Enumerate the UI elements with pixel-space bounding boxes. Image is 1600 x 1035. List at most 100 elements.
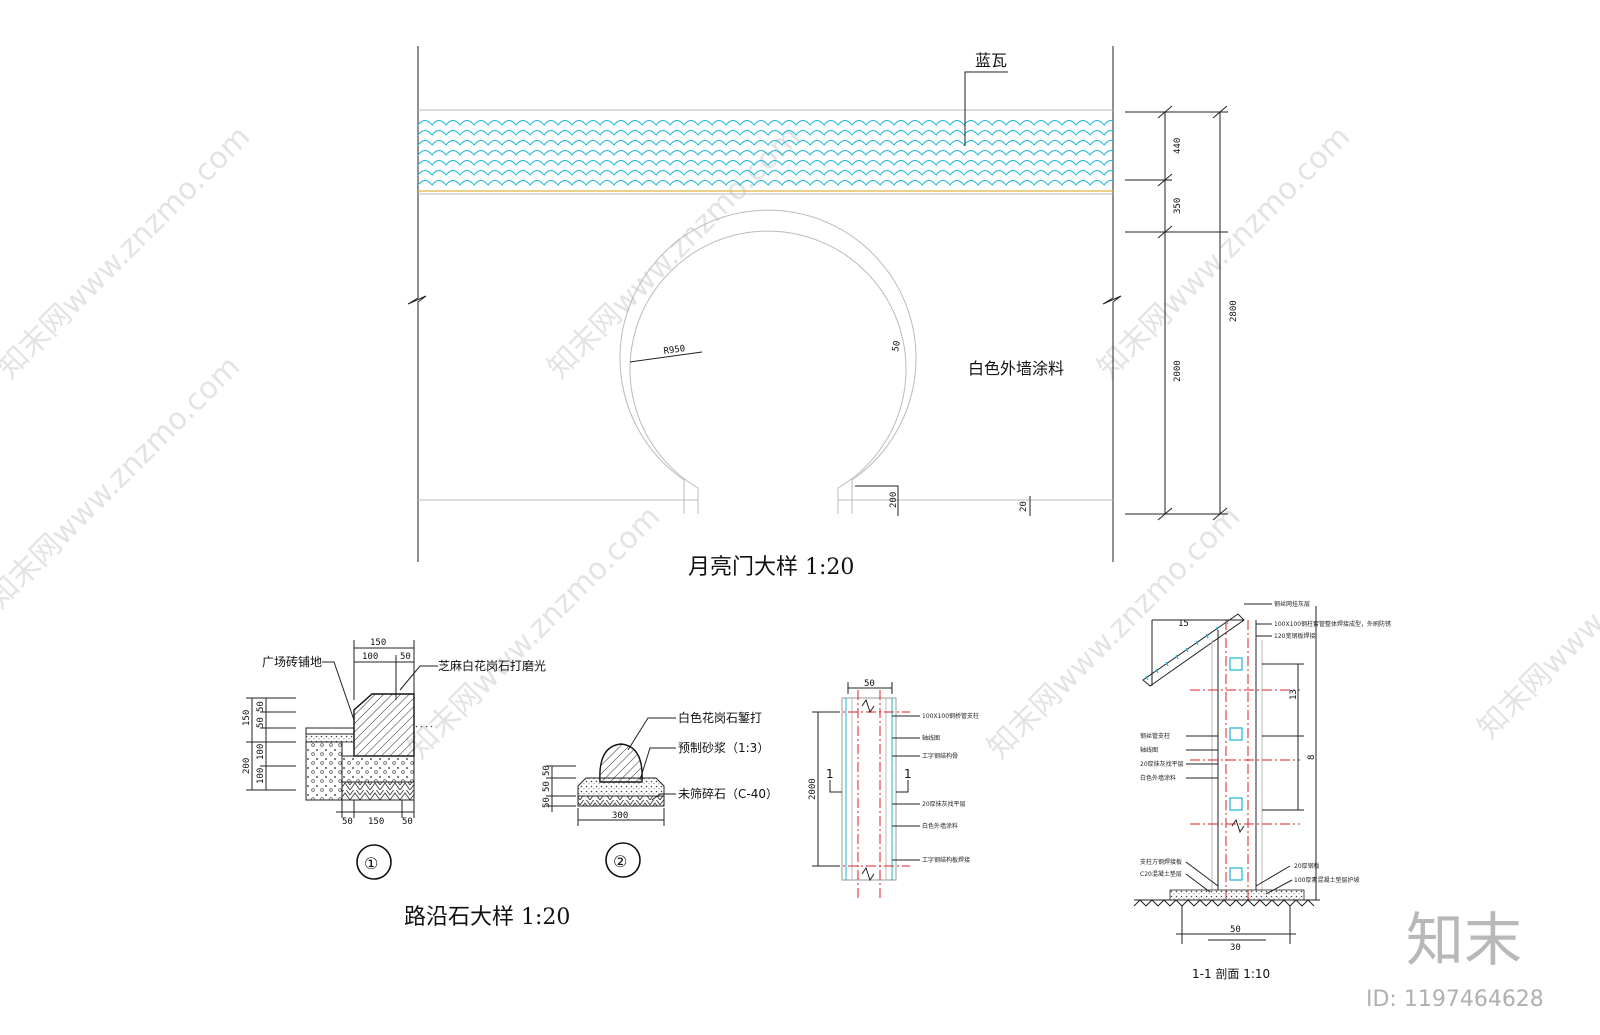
dim-top: 100	[362, 652, 378, 662]
column-outline	[841, 697, 897, 881]
curb-stone	[353, 693, 415, 757]
callout: 20厚抹灰找平层	[922, 800, 966, 808]
curb-title: 路沿石大样 1:20	[404, 905, 570, 930]
dim-left: 200	[242, 758, 252, 774]
detail-marker-2-label: ②	[613, 852, 627, 871]
dim-bottom: 150	[368, 817, 384, 827]
section-callout: 20厚钢板	[1294, 862, 1320, 870]
callout: 100X100钢桥管支柱	[922, 712, 979, 720]
section-callout: C20混凝土垫层	[1140, 870, 1182, 878]
section-dim: 50	[1230, 925, 1241, 935]
dim-top: 50	[400, 652, 411, 662]
watermark-layer: 知末网www.znzmo.com 知末网www.znzmo.com 知末网www…	[0, 119, 1600, 765]
section-callout: 100X100钢柱套管整体焊接成型，外刷防锈	[1274, 620, 1391, 628]
dim-bottom: 50	[402, 817, 413, 827]
callout: 工字钢结构板焊接	[922, 856, 970, 864]
section-dim: 15	[1178, 619, 1189, 629]
dim-total: 2800	[1229, 300, 1239, 322]
dim-top: 150	[370, 638, 386, 648]
detail-marker-1	[356, 844, 392, 880]
section-dim: 13	[1289, 689, 1299, 700]
cut-marker: 1	[826, 767, 834, 781]
wall-finish-label: 白色外墙涂料	[968, 359, 1064, 378]
section-callout: 钢丝管支柱	[1140, 732, 1170, 740]
detail-marker-1-label: ①	[364, 854, 378, 873]
moon-gate-elevation: R950 50 蓝瓦 白色外墙涂料 200 20 440 350 2000	[407, 46, 1239, 580]
section-dim: 8	[1307, 755, 1317, 760]
base-dim: 20	[1019, 501, 1029, 512]
dim-band: 350	[1173, 198, 1183, 214]
section-callout: 20厚抹灰找平层	[1140, 760, 1184, 768]
curb-detail-1: 150 100 50 广场砖铺地 芝麻白花岗石打磨光 150 50 50 200…	[242, 638, 546, 880]
image-id: ID: 1197464628	[1366, 987, 1544, 1012]
steel-tube	[1229, 797, 1243, 811]
dim-tile: 440	[1173, 138, 1183, 154]
left-dim: 2000	[808, 778, 818, 800]
detail-marker-2	[605, 842, 641, 878]
gravel-label: 未筛碎石（C-40）	[678, 786, 778, 801]
dim-wall: 2000	[1173, 360, 1183, 382]
concrete-base	[305, 741, 343, 801]
watermark-text: 知末网www.znzmo.com	[401, 499, 667, 765]
watermark-text: 知末网www.znzmo.com	[1091, 119, 1357, 385]
watermark-text: 知末网www.znzmo.com	[0, 349, 247, 615]
mortar-label: 预制砂浆（1:3）	[678, 740, 769, 755]
wall-right-edge	[1102, 46, 1122, 562]
steel-tube	[1229, 657, 1243, 671]
watermark-text: 知末网www.znzmo.com	[981, 499, 1247, 765]
dimension-chain: 440 350 2000 2800	[1125, 105, 1239, 521]
moon-gate-title: 月亮门大样 1:20	[688, 555, 854, 580]
dim-left: 100	[256, 744, 266, 760]
dim-left: 50	[542, 765, 552, 776]
radius-label: R950	[663, 344, 686, 357]
watermark-text: 知末网www.znzmo.com	[0, 119, 257, 385]
granite-dome	[599, 743, 643, 783]
callout: 轴线图	[922, 734, 940, 742]
moon-gate-outer-ring	[629, 230, 907, 514]
dim-bottom: 50	[342, 817, 353, 827]
sill-dim-line	[855, 485, 899, 516]
dim-left: 100	[256, 768, 266, 784]
steel-tube	[1229, 867, 1243, 881]
watermark-text: 知末网www.znzmo.com	[1471, 479, 1600, 745]
steel-tube	[1229, 727, 1243, 741]
section-callout: 100厚素混凝土垫层护坡	[1294, 876, 1359, 884]
section-1-1: 15 13 8 50 30 钢	[1133, 600, 1391, 981]
dim-left: 150	[242, 710, 252, 726]
dim-left: 50	[542, 781, 552, 792]
dim-left: 50	[256, 717, 266, 728]
paving-layer	[305, 727, 355, 735]
section-dim: 30	[1230, 943, 1241, 953]
radius-leader	[629, 351, 703, 363]
sill-dim: 200	[889, 492, 899, 508]
section-callout: 白色外墙涂料	[1140, 774, 1176, 782]
callout: 工字钢结构骨	[922, 752, 958, 760]
section-callout: 支柱方钢焊接板	[1140, 858, 1182, 866]
tile-leader	[964, 71, 1008, 146]
column-elevation-detail: 50 1 1 2000 100X100钢桥管支柱 轴线图 工字钢结构骨 20厚抹…	[808, 679, 979, 900]
section-callout: 轴线图	[1140, 746, 1158, 754]
section-title: 1-1 剖面 1:10	[1192, 967, 1270, 981]
moon-gate-inner-ring	[619, 209, 917, 514]
tile-label: 蓝瓦	[975, 51, 1007, 70]
brand-logo: 知末	[1406, 906, 1522, 974]
dim-bottom: 300	[612, 811, 628, 821]
paving-label: 广场砖铺地	[262, 654, 322, 669]
stone-label: 芝麻白花岗石打磨光	[438, 658, 546, 673]
section-callout: 钢丝网挂灰层	[1274, 600, 1310, 608]
roof-slope	[1142, 613, 1245, 687]
dim-left: 50	[542, 797, 552, 808]
wall-left-edge	[407, 46, 427, 562]
gravel-base	[341, 781, 415, 801]
gravel-bed	[577, 795, 665, 807]
curb-detail-2: 白色花岗石錾打 预制砂浆（1:3） 未筛碎石（C-40） 50 50 50 30…	[404, 710, 778, 930]
granite-label: 白色花岗石錾打	[678, 710, 762, 725]
callout: 白色外墙涂料	[922, 822, 958, 830]
section-callout: 120宽钢板焊接	[1274, 632, 1315, 640]
ring-width-label: 50	[891, 340, 903, 352]
top-dim: 50	[864, 679, 875, 689]
cut-marker: 1	[904, 767, 912, 781]
blue-tile-band	[418, 116, 1113, 190]
mortar-bed	[577, 777, 665, 797]
